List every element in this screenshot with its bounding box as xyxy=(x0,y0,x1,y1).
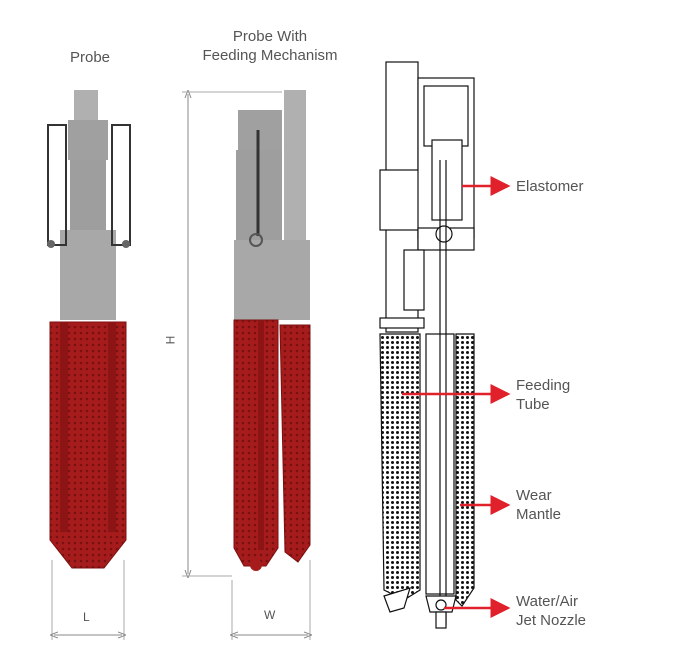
probe-title: Probe xyxy=(69,49,111,66)
feeding-tube-label: Feeding Tube xyxy=(516,376,570,414)
probe-line-drawing xyxy=(379,61,475,629)
length-label: L xyxy=(83,610,90,624)
probe-feeding-figure xyxy=(233,90,311,571)
probe-feeding-title: Probe With Feeding Mechanism xyxy=(180,27,360,65)
width-label: W xyxy=(264,608,276,622)
feeding-tube-label-line2: Tube xyxy=(516,396,550,413)
nozzle-label-line1: Water/Air xyxy=(516,593,578,610)
height-label: H xyxy=(163,335,178,345)
wear-mantle-label: Wear Mantle xyxy=(516,486,561,524)
dimension-lines xyxy=(52,92,310,640)
feeding-tube-label-line1: Feeding xyxy=(516,377,571,394)
wear-mantle-label-line2: Mantle xyxy=(516,506,562,523)
wear-mantle-label-line1: Wear xyxy=(516,487,552,504)
nozzle-label-line2: Jet Nozzle xyxy=(516,612,587,629)
callout-arrows xyxy=(402,176,511,618)
probe-figure xyxy=(47,90,131,569)
probe-feeding-title-line2: Feeding Mechanism xyxy=(202,47,338,64)
probe-feeding-title-line1: Probe With xyxy=(232,28,308,45)
elastomer-label: Elastomer xyxy=(516,178,584,195)
nozzle-label: Water/Air Jet Nozzle xyxy=(516,592,586,630)
